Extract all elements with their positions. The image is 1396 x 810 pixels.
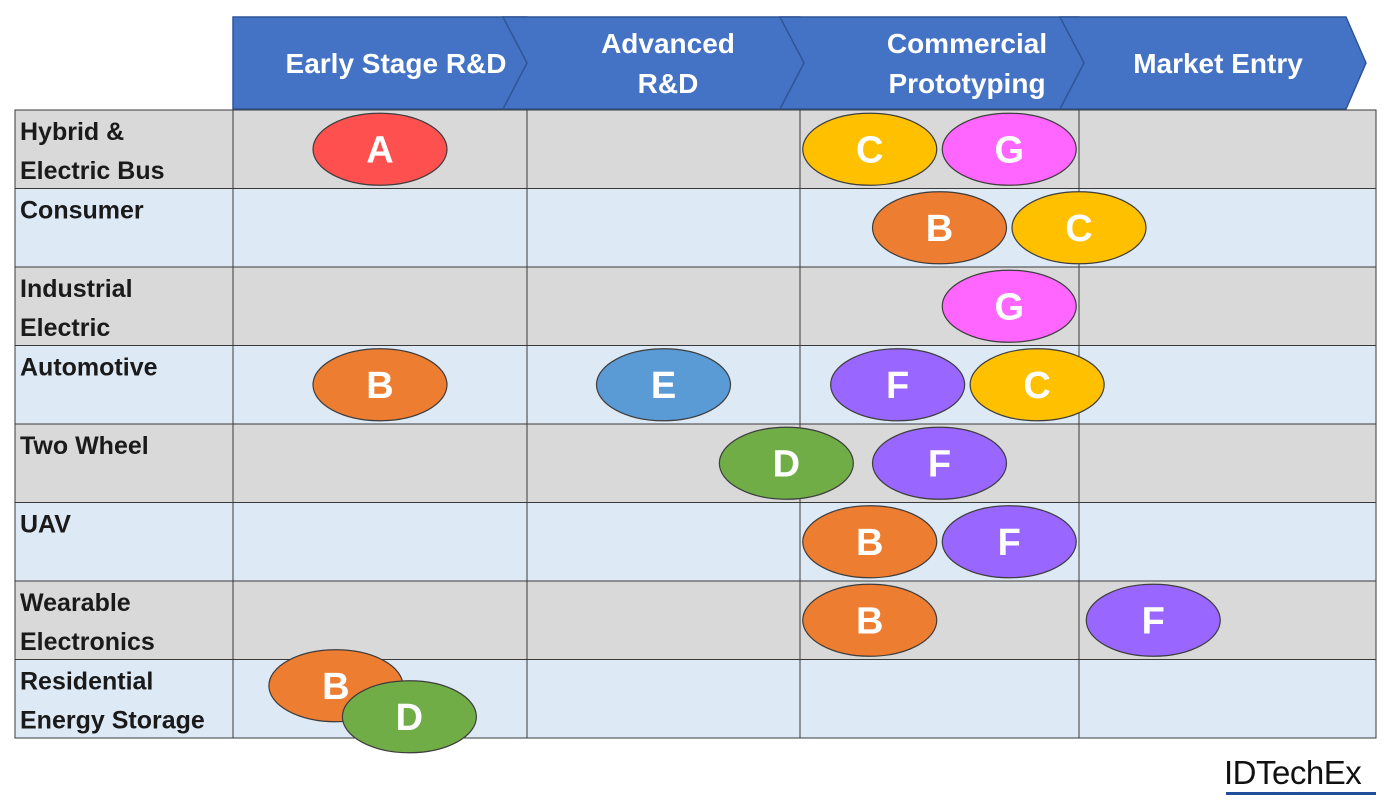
marker-label: A [366, 129, 393, 171]
marker-label: B [856, 522, 883, 564]
row-label: Residential [20, 668, 153, 696]
row-label: Hybrid & [20, 118, 124, 146]
row-label: Electronics [20, 628, 155, 656]
marker-label: D [396, 697, 423, 739]
marker-a: A [312, 112, 448, 186]
row-label: Industrial [20, 275, 133, 303]
marker-label: E [651, 365, 676, 407]
marker-b: B [802, 583, 938, 657]
marker-ellipse [871, 426, 1008, 500]
stage-label: Commercial [887, 28, 1047, 59]
marker-ellipse [969, 348, 1105, 422]
marker-label: B [856, 600, 883, 642]
stage-label: Market Entry [1133, 48, 1303, 79]
marker-d: D [341, 680, 477, 754]
marker-label: D [773, 443, 800, 485]
marker-d: D [718, 426, 854, 500]
row-label: Two Wheel [20, 432, 149, 460]
marker-label: B [322, 666, 349, 708]
marker-label: C [856, 129, 883, 171]
marker-label: B [366, 365, 393, 407]
marker-c: C [969, 348, 1105, 422]
marker-ellipse [941, 505, 1077, 579]
marker-ellipse [341, 680, 477, 754]
marker-ellipse [802, 112, 938, 186]
marker-f: F [871, 426, 1008, 500]
marker-ellipse [312, 112, 448, 186]
row-label: Energy Storage [20, 707, 205, 735]
marker-f: F [1085, 583, 1221, 657]
stage-chevron [1058, 16, 1367, 110]
marker-c: C [802, 112, 938, 186]
marker-ellipse [312, 348, 448, 422]
stage-label: Advanced [601, 28, 735, 59]
row-label: UAV [20, 511, 71, 539]
marker-ellipse [802, 505, 938, 579]
row-label: Consumer [20, 197, 144, 225]
marker-b: B [312, 348, 448, 422]
marker-ellipse [830, 348, 966, 422]
row-labels: Hybrid & Electric BusConsumerIndustrialEl… [20, 118, 205, 735]
marker-label: F [928, 443, 951, 485]
marker-label: F [998, 522, 1021, 564]
matrix-row [14, 659, 1377, 739]
marker-ellipse [718, 426, 854, 500]
marker-f: F [830, 348, 966, 422]
marker-b: B [802, 505, 938, 579]
marker-g: G [941, 269, 1077, 343]
stage-label: Early Stage R&D [286, 48, 507, 79]
idtechex-logo: IDTechEx [1224, 754, 1362, 791]
stage-label: Prototyping [888, 68, 1045, 99]
marker-label: F [1142, 600, 1165, 642]
marker-g: G [941, 112, 1077, 186]
logo-underline [1226, 792, 1376, 795]
marker-label: F [886, 365, 909, 407]
row-label: Wearable [20, 589, 131, 617]
marker-b: B [871, 191, 1008, 265]
marker-f: F [941, 505, 1077, 579]
marker-ellipse [941, 269, 1077, 343]
row-label: Automotive [20, 354, 158, 382]
marker-label: G [994, 129, 1024, 171]
marker-ellipse [802, 583, 938, 657]
matrix-row [14, 266, 1377, 346]
marker-label: C [1065, 208, 1092, 250]
marker-label: C [1023, 365, 1050, 407]
marker-label: B [926, 208, 953, 250]
matrix-row [14, 502, 1377, 582]
marker-e: E [595, 348, 732, 422]
row-label: Electric [20, 314, 110, 342]
marker-c: C [1011, 191, 1147, 265]
marker-ellipse [1085, 583, 1221, 657]
matrix-row [14, 423, 1377, 503]
marker-ellipse [871, 191, 1008, 265]
marker-ellipse [1011, 191, 1147, 265]
matrix-row [14, 109, 1377, 189]
row-label: Electric Bus [20, 157, 165, 185]
stage-label: R&D [638, 68, 699, 99]
marker-label: G [994, 286, 1024, 328]
matrix-row [14, 188, 1377, 268]
marker-ellipse [941, 112, 1077, 186]
marker-ellipse [595, 348, 732, 422]
